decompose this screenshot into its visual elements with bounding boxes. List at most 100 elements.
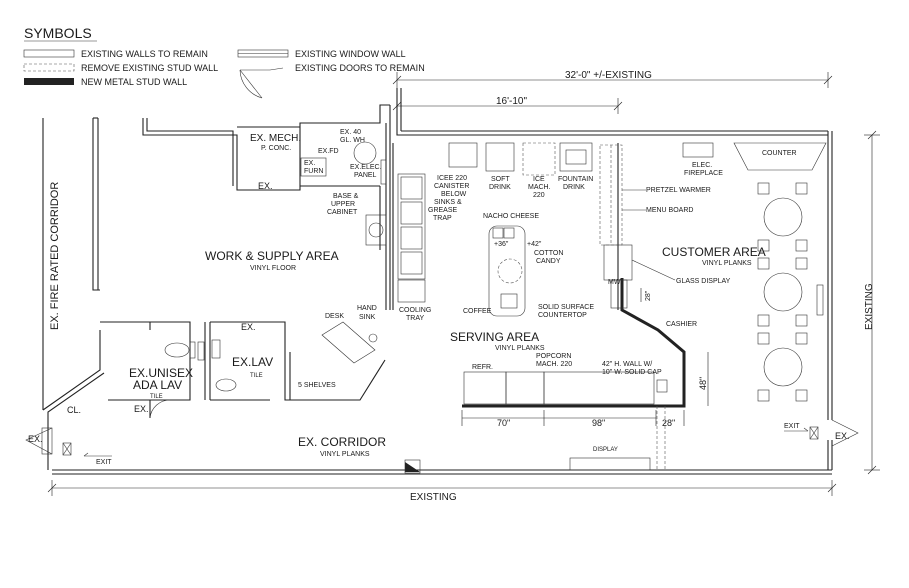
dim-70: 70" bbox=[497, 418, 510, 428]
label-ice-2: MACH. bbox=[528, 184, 551, 191]
label-sinks-1: SINKS & bbox=[434, 199, 462, 206]
label-sinks-2: GREASE bbox=[428, 207, 458, 214]
room-unisex: EX.UNISEX bbox=[129, 366, 193, 380]
legend-remove-stud: REMOVE EXISTING STUD WALL bbox=[81, 63, 218, 73]
room-serving-floor: VINYL PLANKS bbox=[495, 345, 545, 352]
label-desk: DESK bbox=[325, 313, 344, 320]
legend: SYMBOLS EXISTING WALLS TO REMAIN REMOVE … bbox=[23, 25, 425, 99]
label-icee-1: ICEE 220 bbox=[437, 175, 467, 182]
legend-swatch-new-metal bbox=[24, 78, 74, 85]
label-popcorn-1: POPCORN bbox=[536, 353, 571, 360]
legend-new-metal: NEW METAL STUD WALL bbox=[81, 77, 187, 87]
display bbox=[569, 457, 651, 471]
room-ex-lav-floor: TILE bbox=[250, 373, 263, 379]
toilet-ex-lav bbox=[215, 378, 237, 392]
label-coffee: COFFEE bbox=[463, 308, 492, 315]
label-hand-2: SINK bbox=[359, 314, 376, 321]
legend-door-symbol bbox=[239, 67, 284, 99]
label-display: DISPLAY bbox=[593, 447, 618, 453]
room-work-supply: WORK & SUPPLY AREA bbox=[205, 249, 339, 263]
label-soft-2: DRINK bbox=[489, 184, 511, 191]
label-cool-1: COOLING bbox=[399, 307, 431, 314]
new-wall-cashier bbox=[620, 278, 686, 408]
room-serving: SERVING AREA bbox=[450, 330, 539, 344]
label-ex-elec-2: PANEL bbox=[354, 172, 377, 179]
coffee-maker bbox=[500, 293, 518, 309]
room-ex-mech-floor: P. CONC. bbox=[261, 145, 291, 152]
desk bbox=[321, 321, 376, 364]
elec-fireplace bbox=[682, 142, 714, 158]
cooling-tray bbox=[397, 279, 426, 303]
base-cabinet bbox=[365, 214, 387, 246]
sinks bbox=[397, 173, 426, 280]
restrooms: EX.UNISEX ADA LAV TILE EX.LAV TILE EX. C… bbox=[67, 339, 273, 419]
label-cool-2: TRAY bbox=[406, 315, 424, 322]
dim-28-bottom: 28" bbox=[662, 418, 675, 428]
room-corridor-left: EX. FIRE RATED CORRIDOR bbox=[49, 182, 61, 330]
walls bbox=[41, 88, 833, 475]
room-corridor: EX. CORRIDOR bbox=[298, 435, 386, 449]
dim-28-side: 28" bbox=[645, 290, 652, 301]
legend-swatch-remove-stud bbox=[23, 63, 75, 72]
label-shelves: 5 SHELVES bbox=[298, 382, 336, 389]
label-ex-unisex-door: EX. bbox=[134, 404, 149, 414]
legend-title: SYMBOLS bbox=[24, 25, 92, 41]
dim-98: 98" bbox=[592, 418, 605, 428]
label-popcorn-2: MACH. 220 bbox=[536, 361, 572, 368]
table-1 bbox=[757, 182, 808, 252]
dim-overall: 32'-0" +/-EXISTING bbox=[565, 70, 652, 81]
water-heater bbox=[353, 141, 377, 165]
room-ex-lav: EX.LAV bbox=[232, 355, 273, 369]
label-mw: MW. bbox=[608, 279, 622, 286]
label-icee-3: BELOW bbox=[441, 191, 467, 198]
label-base-1: BASE & bbox=[333, 193, 359, 200]
label-exit-right: EXIT bbox=[784, 423, 800, 430]
soft-drink bbox=[485, 142, 515, 172]
corridor: EX. CORRIDOR VINYL PLANKS DISPLAY EX. EX… bbox=[25, 419, 859, 474]
icee-machine bbox=[448, 142, 478, 168]
label-ice-3: 220 bbox=[533, 192, 545, 199]
label-ex-fd: EX.FD bbox=[318, 148, 339, 155]
furnace bbox=[300, 157, 327, 177]
label-base-3: CABINET bbox=[327, 209, 358, 216]
label-ex-furn-2: FURN bbox=[304, 168, 323, 175]
label-plus42: +42" bbox=[527, 241, 542, 248]
ice-machine bbox=[522, 142, 556, 176]
toilet-unisex bbox=[164, 342, 190, 358]
room-work-supply-floor: VINYL FLOOR bbox=[250, 265, 296, 272]
label-ice-1: ICE bbox=[533, 176, 545, 183]
dim-48: 48" bbox=[698, 377, 708, 390]
label-exit-left: EXIT bbox=[96, 459, 112, 466]
label-cl: CL. bbox=[67, 405, 81, 415]
dim-right: EXISTING bbox=[864, 283, 875, 330]
label-counter: COUNTER bbox=[762, 150, 797, 157]
label-ex-room: EX. bbox=[241, 322, 256, 332]
label-base-2: UPPER bbox=[331, 201, 355, 208]
legend-walls-remain: EXISTING WALLS TO REMAIN bbox=[81, 49, 208, 59]
label-gl-wh: GL. WH bbox=[340, 137, 365, 144]
top-dimensions: 32'-0" +/-EXISTING 16'-10" bbox=[392, 70, 833, 114]
label-cashier: CASHIER bbox=[666, 321, 697, 328]
room-customer: CUSTOMER AREA bbox=[662, 245, 766, 259]
label-elec-fp-2: FIREPLACE bbox=[684, 170, 723, 177]
mech-room: EX. MECH. P. CONC. EX. 40 GL. WH EX.FD E… bbox=[250, 129, 387, 191]
label-cotton-2: CANDY bbox=[536, 258, 561, 265]
room-customer-floor: VINYL PLANKS bbox=[702, 260, 752, 267]
dim-partial: 16'-10" bbox=[496, 96, 527, 107]
label-ex-40: EX. 40 bbox=[340, 129, 361, 136]
label-ex-elec-1: EX.ELEC. bbox=[350, 164, 382, 171]
counter bbox=[733, 142, 827, 171]
label-wall-1: 42" H. WALL W/ bbox=[602, 361, 652, 368]
label-ex-right: EX. bbox=[835, 431, 850, 441]
front-counter bbox=[543, 371, 655, 405]
legend-window-wall: EXISTING WINDOW WALL bbox=[295, 49, 406, 59]
room-ada-lav: ADA LAV bbox=[133, 378, 182, 392]
room-ex-mech: EX. MECH. bbox=[250, 133, 301, 144]
dim-bottom: EXISTING bbox=[410, 492, 457, 503]
table-3 bbox=[757, 332, 808, 402]
outer-dimensions: EXISTING EXISTING bbox=[47, 130, 880, 503]
legend-doors-remain: EXISTING DOORS TO REMAIN bbox=[295, 63, 425, 73]
room-corridor-floor: VINYL PLANKS bbox=[320, 451, 370, 458]
label-soft-1: SOFT bbox=[491, 176, 510, 183]
